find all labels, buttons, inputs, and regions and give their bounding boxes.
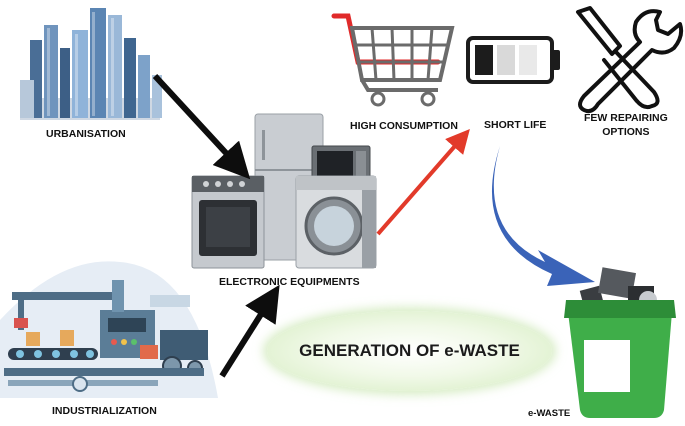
label-ewaste: e-WASTE: [528, 408, 571, 419]
center-title-ellipse: GENERATION OF e-WASTE: [267, 311, 552, 391]
arrow-industrialization-to-equipment: [219, 284, 280, 378]
arrow-urbanisation-to-equipment: [152, 73, 251, 180]
label-high-consumption: HIGH CONSUMPTION: [350, 120, 458, 132]
arrow-to-ewaste: [491, 146, 595, 286]
label-few-repairing-line2: OPTIONS: [602, 126, 650, 138]
label-few-repairing-line1: FEW REPAIRING: [584, 112, 668, 124]
label-few-repairing: FEW REPAIRING OPTIONS: [584, 111, 668, 139]
label-industrialization: INDUSTRIALIZATION: [52, 405, 157, 417]
label-electronic-equipments: ELECTRONIC EQUIPMENTS: [219, 276, 360, 288]
label-urbanisation: URBANISATION: [46, 128, 126, 140]
arrow-equipment-to-consumption: [376, 128, 470, 236]
center-title: GENERATION OF e-WASTE: [299, 341, 520, 360]
label-short-life: SHORT LIFE: [484, 119, 547, 131]
